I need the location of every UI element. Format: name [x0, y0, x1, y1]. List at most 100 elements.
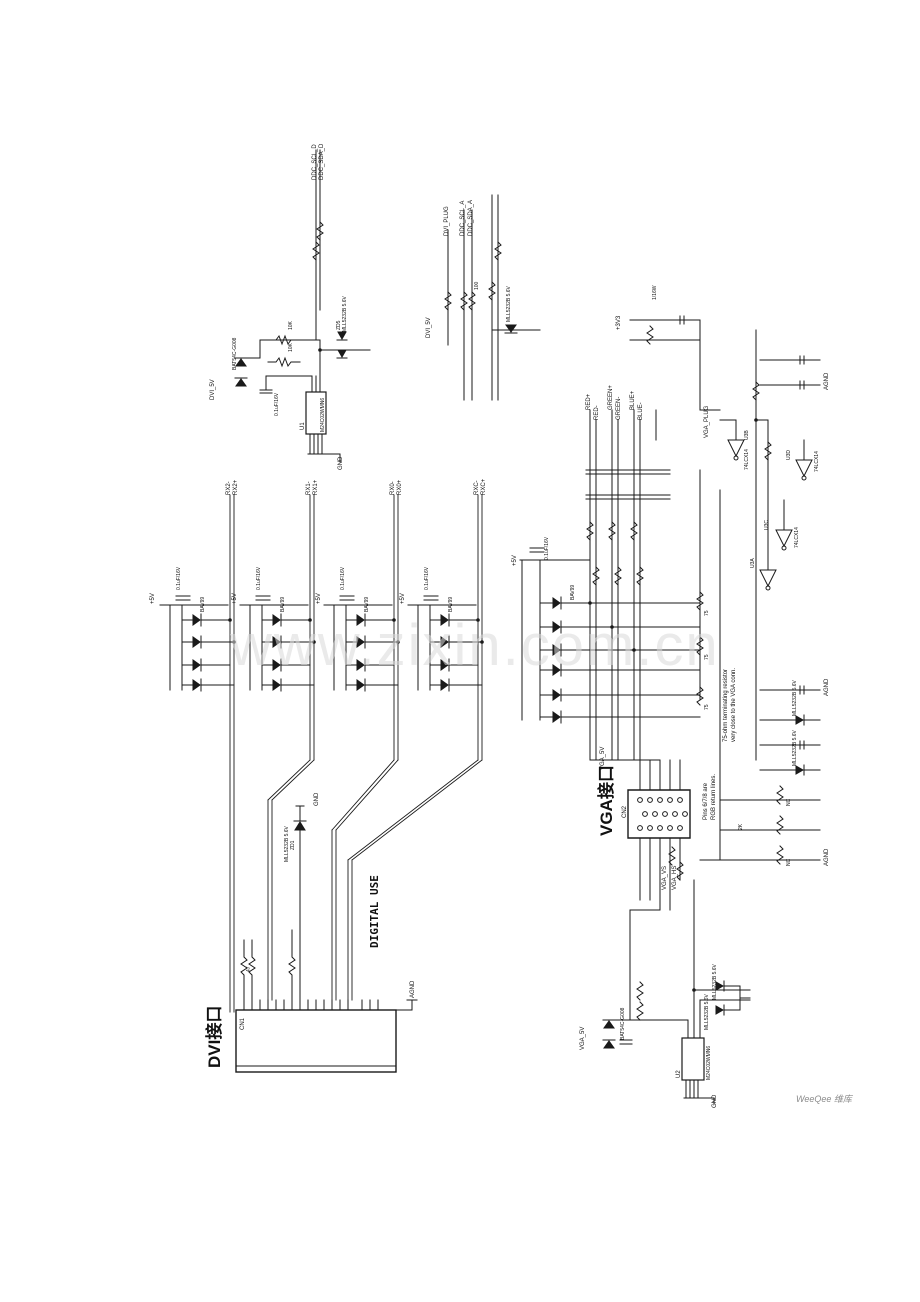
junctions — [228, 348, 758, 992]
u3c-label: U3C — [764, 519, 770, 530]
net-rx1-minus: RX1- — [306, 481, 312, 495]
zd1-part: MLL5232B 5.6V — [284, 826, 290, 862]
schottky-d13: BAT54C-G008 — [620, 1007, 626, 1040]
cap-c2: 0.1uF/16V — [256, 566, 262, 590]
u3a-label: U3A — [750, 558, 756, 568]
digital-use-label: DIGITAL USE — [368, 875, 381, 948]
net-rx0-plus: RX0+ — [397, 479, 403, 495]
rail-vga-5v: VGA_5V — [600, 746, 606, 770]
tmds-bus — [229, 494, 483, 1013]
u2-eeprom — [602, 879, 751, 1105]
bav99-group-4 — [407, 595, 483, 692]
zd1-label: ZD1 — [290, 840, 296, 850]
dvi-connector-cn1 — [235, 999, 418, 1073]
bav99-label-4: BAV99 — [448, 596, 454, 612]
res-power: 1/16W — [652, 285, 658, 300]
vga-bav99-group — [519, 547, 701, 724]
net-green-minus: GREEN- — [616, 396, 622, 420]
net-rx2-minus: RX2- — [226, 481, 232, 495]
net-rx1-plus: RX1+ — [313, 479, 319, 495]
rail-p3v3: +3V3 — [616, 315, 622, 330]
74lcx14-buffers — [699, 329, 813, 861]
net-blue-plus: BLUE+ — [630, 390, 636, 410]
bav99-group-1 — [159, 595, 235, 692]
res-100: 100 — [474, 281, 480, 290]
net-vga-vs: VGA_VS — [662, 865, 668, 890]
rail-p5v-1: +5V — [150, 593, 156, 604]
zd1-zener — [293, 805, 307, 1001]
zd3-part: MLL5232B 5.6V — [506, 286, 512, 322]
schottky-d9: BAT54C-G008 — [232, 337, 238, 370]
net-rx2-plus: RX2+ — [233, 479, 239, 495]
net-ddc-scl-a: DDC_SCL_A — [460, 200, 466, 236]
rail-agnd-3: AGND — [824, 678, 830, 696]
watermark: www.zixin.com.cn — [230, 613, 720, 678]
net-ddc-sda-a: DDC_SDA_A — [468, 199, 474, 236]
bav99-group-3 — [323, 595, 399, 692]
net-vga-plug: VGA_PLUG — [704, 405, 710, 438]
u2-part: M24C02WMN6 — [706, 1045, 712, 1080]
net-red-minus: RED- — [594, 405, 600, 420]
zd8b-part: MLL5232B 5.6V — [704, 994, 710, 1030]
u1-eeprom — [234, 149, 371, 463]
bav99-label-3: BAV99 — [364, 596, 370, 612]
bav99-label-1: BAV99 — [200, 596, 206, 612]
footer-logo: WeeQee 维库 — [796, 1094, 852, 1104]
right-side-protection — [719, 355, 821, 865]
net-green-plus: GREEN+ — [608, 385, 614, 410]
cap-c3: 0.1uF/16V — [340, 566, 346, 590]
u1-part: M24C02WMN6 — [320, 397, 326, 432]
rail-gnd-2: GND — [314, 792, 320, 806]
res-75-3: 75 — [704, 704, 710, 710]
rail-agnd-2: AGND — [824, 372, 830, 390]
rgb-return-note: Pins 6/7/8 are RGB return lines. — [703, 773, 717, 820]
rail-p5v-2: +5V — [232, 593, 238, 604]
dvi-ddc-resistors — [240, 929, 296, 1001]
rail-p5v-4: +5V — [400, 593, 406, 604]
dvi-title: DVI接口 — [205, 1005, 224, 1068]
vga-color-lines — [585, 409, 704, 761]
zd5-part: MLL5232B 5.6V — [342, 296, 348, 332]
lcx14-label-3: 74LCX14 — [814, 451, 820, 472]
net-dvi-plug: DVI_PLUG — [444, 206, 450, 236]
rail-dvi-5v: DVI_5V — [210, 379, 216, 400]
zd7-part: MLL5232B 5.6V — [712, 964, 718, 1000]
u1-ref: U1 — [300, 422, 306, 430]
top-middle-resistors — [444, 194, 541, 401]
rail-vga-5v-2: VGA_5V — [580, 1026, 586, 1050]
cap-c-u1: 0.1uF/16V — [274, 392, 280, 416]
cap-c1: 0.1uF/16V — [176, 566, 182, 590]
net-vga-hs: VGA_HS — [672, 865, 678, 890]
vga-title: VGA接口 — [597, 765, 616, 836]
res-75-1: 75 — [704, 610, 710, 616]
cn1-ref: CN1 — [240, 1017, 246, 1030]
terminating-note: 75-ohm terminating resistor very close t… — [723, 667, 737, 742]
zd8-part: MLL5232B 5.6V — [792, 730, 798, 766]
net-ddc-scl-d: DDC_SCL_D — [312, 144, 318, 180]
rail-gnd-1: GND — [338, 456, 344, 470]
top-right-power — [629, 315, 721, 411]
cap-c-vga: 0.1uF/16V — [544, 536, 550, 560]
vga-connector-cn2 — [589, 759, 691, 911]
rail-gnd-3: GND — [712, 1094, 718, 1108]
res-75-2: 75 — [704, 654, 710, 660]
net-ddc-sda-d: DDC_SDA_D — [319, 143, 325, 180]
res-10k-1: 10K — [288, 321, 294, 330]
res-10k-2: 10K — [288, 343, 294, 352]
rail-dvi-5v-2: DVI_5V — [426, 317, 432, 338]
res-nc-1: NC — [786, 798, 792, 806]
rail-p5v-3: +5V — [316, 593, 322, 604]
cn2-ref: CN2 — [622, 805, 628, 818]
bav99-group-2 — [239, 595, 315, 692]
rail-agnd-4: AGND — [824, 848, 830, 866]
rail-agnd-1: AGND — [410, 980, 416, 998]
net-blue-minus: BLUE- — [638, 402, 644, 420]
u3d-label: U3D — [786, 449, 792, 460]
lcx14-label-2: 74LCX14 — [794, 527, 800, 548]
lcx14-label-1: 74LCX14 — [744, 449, 750, 470]
rail-p5v-5: +5V — [512, 555, 518, 566]
res-2k: 2K — [738, 823, 744, 830]
res-nc-2: NC — [786, 858, 792, 866]
net-rxc-plus: RXC+ — [481, 478, 487, 495]
